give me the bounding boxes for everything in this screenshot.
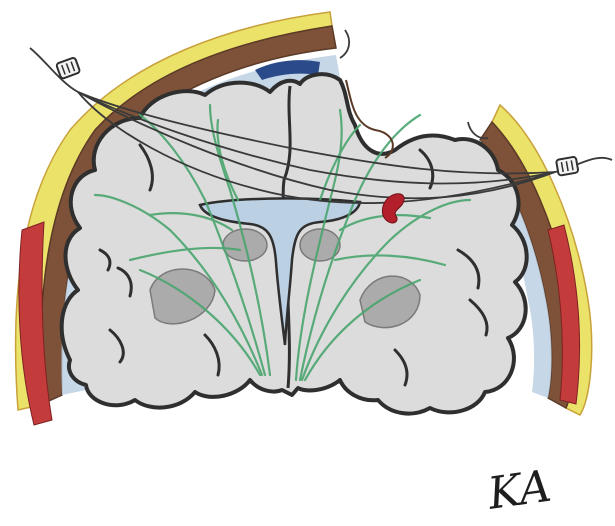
right-electrode-connector-icon	[556, 157, 578, 176]
left-electrode-connector-icon	[56, 57, 80, 79]
artist-signature: KA	[484, 461, 554, 520]
